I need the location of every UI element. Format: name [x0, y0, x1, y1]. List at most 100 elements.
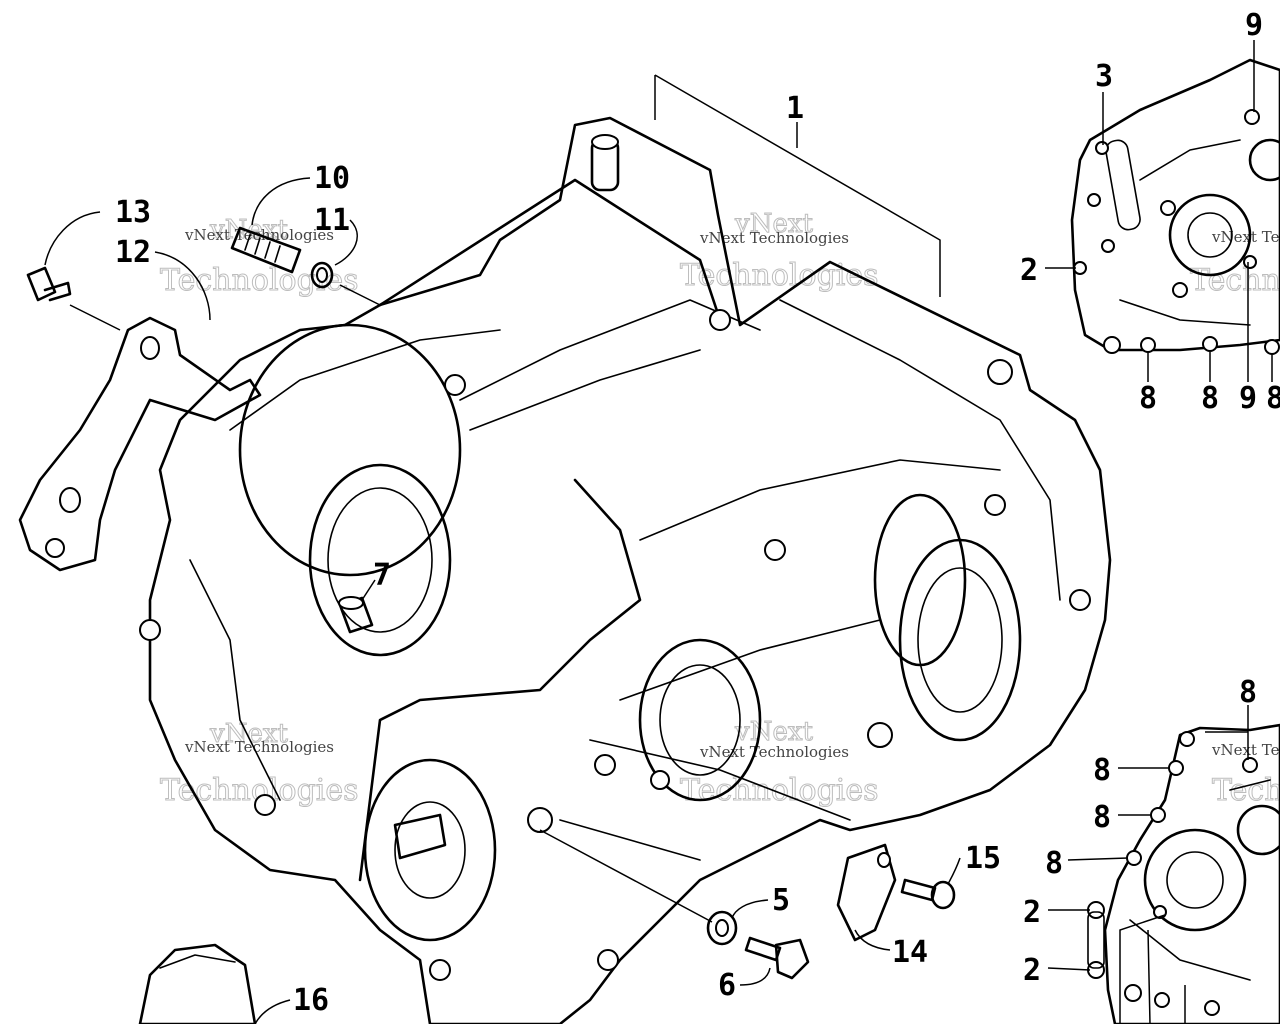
- right-bottom-hole: [1150, 807, 1166, 823]
- callout-14[interactable]: 14: [892, 935, 928, 970]
- watermark-bottom-center: vNext vNext Technologies Technologies: [680, 717, 880, 809]
- callout-1[interactable]: 1: [786, 91, 804, 126]
- bolt-15[interactable]: [900, 878, 956, 910]
- plug-10[interactable]: [230, 226, 302, 274]
- leader-16: [254, 999, 291, 1024]
- oil-filter-mount-inner: [394, 801, 466, 899]
- leader-bottom-right-brackets: [1119, 914, 1186, 1024]
- watermark-line1: vNext: [734, 209, 813, 239]
- right-top-hole: [1087, 193, 1101, 207]
- right-bottom-hole: [1168, 760, 1184, 776]
- boss-hole: [709, 309, 731, 331]
- callout-8-bottom-a[interactable]: 8: [1239, 675, 1257, 710]
- oil-filter-stud: [393, 813, 447, 860]
- right-cylinder-bore-inner: [917, 567, 1003, 713]
- watermark-small: vNext Technologies: [1211, 228, 1280, 246]
- bracket-body: [18, 316, 262, 572]
- bracket-12[interactable]: [18, 316, 262, 572]
- bolt-13-shank: [43, 281, 72, 302]
- callout-10[interactable]: 10: [314, 161, 350, 196]
- callout-9-top[interactable]: 9: [1245, 8, 1263, 43]
- right-bottom-hole: [1087, 961, 1105, 979]
- plug-10-threads: [244, 234, 281, 263]
- right-top-hole: [1095, 141, 1109, 155]
- watermark-small: vNext Technologies: [1211, 741, 1280, 759]
- callout-2-bottom-a[interactable]: 2: [1023, 895, 1041, 930]
- leader-6: [739, 967, 771, 986]
- bolt-13[interactable]: [26, 266, 72, 302]
- crankcase-split-line: [358, 178, 722, 882]
- callout-6[interactable]: 6: [718, 968, 736, 1003]
- leader-1: [654, 74, 941, 297]
- center-bore-inner: [659, 664, 741, 776]
- right-top-main-bore: [1168, 193, 1252, 277]
- callout-2-top[interactable]: 2: [1020, 253, 1038, 288]
- right-bottom-main-bore: [1143, 828, 1247, 932]
- callout-11[interactable]: 11: [314, 203, 350, 238]
- crankcase-bolt-bosses: [139, 309, 1091, 981]
- right-bottom-rib: [1129, 779, 1271, 981]
- drain-bolt-6[interactable]: [744, 936, 810, 980]
- leader-8g: [1067, 857, 1129, 861]
- boss-hole: [139, 619, 161, 641]
- callout-12[interactable]: 12: [115, 235, 151, 270]
- callout-15[interactable]: 15: [965, 841, 1001, 876]
- right-bottom-hole: [1087, 901, 1105, 919]
- callout-5[interactable]: 5: [772, 883, 790, 918]
- watermark-bottom-left: vNext vNext Technologies Technologies: [160, 719, 360, 809]
- callout-8-bottom-b[interactable]: 8: [1093, 753, 1111, 788]
- right-bottom-hole: [1242, 757, 1258, 773]
- bolt-15-head: [930, 880, 956, 910]
- callout-8-bottom-c[interactable]: 8: [1093, 800, 1111, 835]
- right-case-half-bottom: [1087, 723, 1280, 1024]
- crankcase-rib-5: [229, 329, 501, 431]
- leader-15: [947, 857, 961, 885]
- callout-9-bottom[interactable]: 9: [1239, 381, 1257, 416]
- breather-tube-top: [591, 134, 619, 150]
- callout-7[interactable]: 7: [373, 558, 391, 593]
- cover-plate-hole: [877, 852, 891, 868]
- leader-13: [44, 211, 101, 266]
- o-ring-11[interactable]: [310, 261, 334, 289]
- cap-16[interactable]: [138, 943, 257, 1024]
- crankcase-outline: [148, 116, 1112, 1024]
- boss-hole: [1069, 589, 1091, 611]
- right-top-hole: [1243, 255, 1257, 269]
- watermark-top-center: vNext vNext Technologies Technologies: [680, 209, 880, 294]
- boss-hole: [444, 374, 466, 396]
- callout-8-top-b[interactable]: 8: [1201, 381, 1219, 416]
- leader-11: [334, 219, 381, 306]
- crankcase-rib-4: [779, 299, 1061, 601]
- right-bottom-slot: [1087, 911, 1105, 969]
- right-bottom-secondary-bore: [1236, 804, 1280, 856]
- bolt-15-shank: [900, 878, 937, 902]
- center-cylinder-bore: [638, 638, 762, 802]
- dowel-pin-7[interactable]: [338, 596, 374, 634]
- watermark-line2: Technologies: [1190, 263, 1280, 298]
- cap-16-rim: [159, 954, 236, 969]
- right-top-hole: [1202, 336, 1218, 352]
- cover-plate-body: [836, 843, 897, 942]
- boss-hole: [987, 359, 1013, 385]
- crankcase-rib-6: [189, 559, 281, 801]
- cover-plate-14[interactable]: [836, 843, 897, 942]
- bracket-hole-mid: [59, 487, 81, 513]
- callout-2-bottom-b[interactable]: 2: [1023, 953, 1041, 988]
- washer-5-inner: [715, 919, 729, 937]
- right-top-main-bore-inner: [1187, 212, 1233, 258]
- callout-8-top-a[interactable]: 8: [1139, 381, 1157, 416]
- washer-5[interactable]: [706, 910, 738, 946]
- bracket-hole-top: [140, 336, 160, 360]
- callout-8-bottom-d[interactable]: 8: [1045, 846, 1063, 881]
- crankcase-assembly: [139, 116, 1112, 1024]
- callout-3[interactable]: 3: [1095, 59, 1113, 94]
- drain-bolt-6-shank: [744, 936, 782, 962]
- leader-5: [539, 829, 769, 923]
- callout-13[interactable]: 13: [115, 195, 151, 230]
- crankcase-rib-3: [559, 739, 851, 861]
- right-top-slot: [1105, 139, 1141, 231]
- watermark-line2: Technologies: [1212, 773, 1280, 808]
- callout-16[interactable]: 16: [293, 983, 329, 1018]
- callout-8-top-c[interactable]: 8: [1266, 381, 1280, 416]
